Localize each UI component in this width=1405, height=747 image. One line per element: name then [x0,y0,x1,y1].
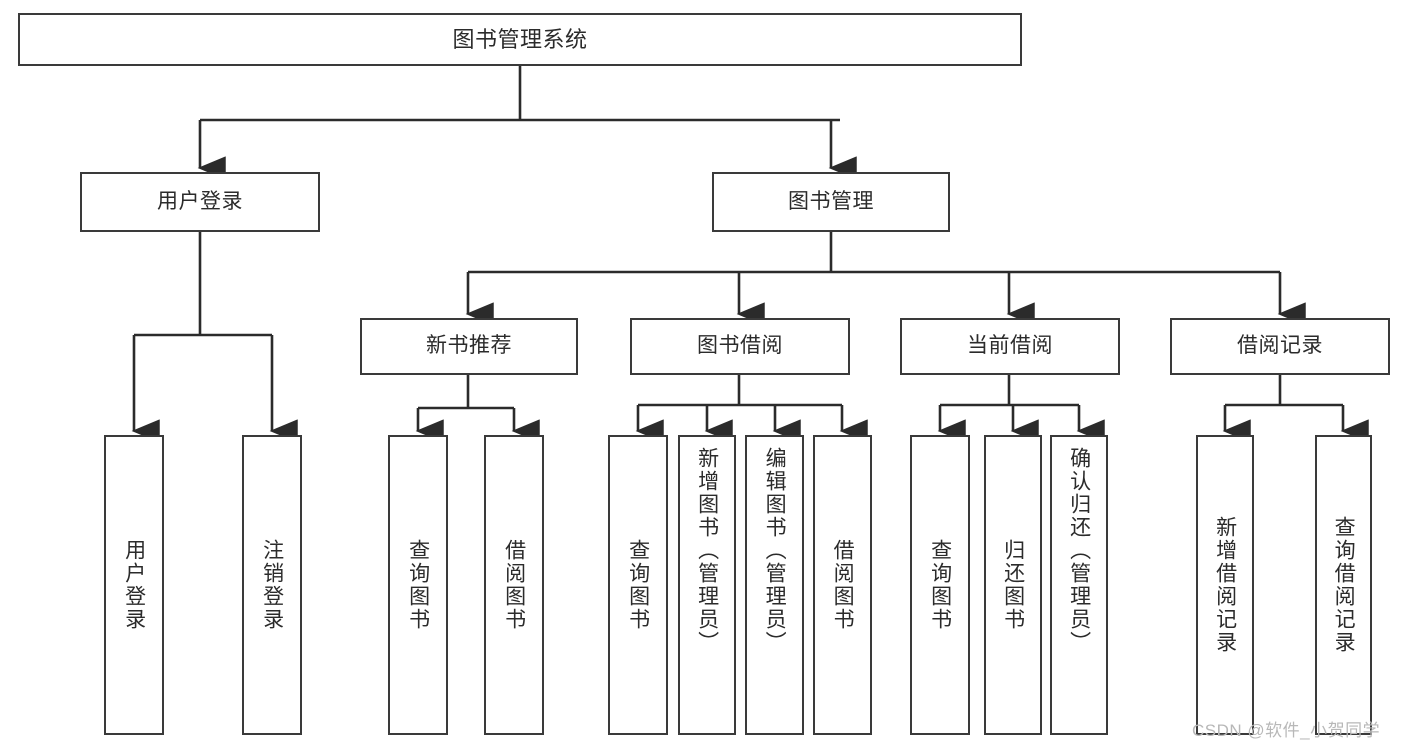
node-root[interactable]: 图书管理系统 [18,13,1022,66]
node-leaf-query-book-2-label: 查询图书 [626,539,650,631]
node-book-borrow-label: 图书借阅 [697,334,783,358]
node-leaf-borrow-book-1[interactable]: 借阅图书 [484,435,544,735]
node-leaf-return-book-label: 归还图书 [1001,539,1025,631]
node-current-borrow[interactable]: 当前借阅 [900,318,1120,375]
node-leaf-edit-book[interactable]: 编辑图书（管理员） [745,435,804,735]
node-leaf-add-borrow-record[interactable]: 新增借阅记录 [1196,435,1254,735]
node-leaf-query-borrow-record-label: 查询借阅记录 [1332,516,1356,654]
node-leaf-query-book-2[interactable]: 查询图书 [608,435,668,735]
node-leaf-return-book[interactable]: 归还图书 [984,435,1042,735]
node-borrow-record[interactable]: 借阅记录 [1170,318,1390,375]
node-user-login-label: 用户登录 [157,189,243,213]
node-new-book-recommend[interactable]: 新书推荐 [360,318,578,375]
node-leaf-add-book-label: 新增图书（管理员） [695,447,719,654]
node-leaf-borrow-book-1-label: 借阅图书 [502,539,526,631]
node-leaf-query-book-3-label: 查询图书 [928,539,952,631]
node-borrow-record-label: 借阅记录 [1237,334,1323,358]
node-book-management-label: 图书管理 [788,189,874,213]
node-root-label: 图书管理系统 [452,26,588,52]
node-book-borrow[interactable]: 图书借阅 [630,318,850,375]
node-leaf-confirm-return[interactable]: 确认归还（管理员） [1050,435,1108,735]
node-leaf-borrow-book-2[interactable]: 借阅图书 [813,435,872,735]
node-current-borrow-label: 当前借阅 [967,334,1053,358]
node-leaf-add-borrow-record-label: 新增借阅记录 [1213,516,1237,654]
node-leaf-user-logout-label: 注销登录 [260,539,284,631]
node-leaf-add-book[interactable]: 新增图书（管理员） [678,435,736,735]
node-leaf-confirm-return-label: 确认归还（管理员） [1067,447,1091,654]
node-leaf-query-book-3[interactable]: 查询图书 [910,435,970,735]
node-leaf-query-book-1[interactable]: 查询图书 [388,435,448,735]
csdn-watermark: CSDN @软件_小贺同学 [1192,721,1381,740]
node-book-management[interactable]: 图书管理 [712,172,950,232]
node-leaf-user-logout[interactable]: 注销登录 [242,435,302,735]
node-leaf-query-book-1-label: 查询图书 [406,539,430,631]
node-leaf-user-login[interactable]: 用户登录 [104,435,164,735]
node-leaf-borrow-book-2-label: 借阅图书 [831,539,855,631]
node-user-login[interactable]: 用户登录 [80,172,320,232]
node-leaf-edit-book-label: 编辑图书（管理员） [763,447,787,654]
node-leaf-query-borrow-record[interactable]: 查询借阅记录 [1315,435,1372,735]
node-new-book-recommend-label: 新书推荐 [426,334,512,358]
node-leaf-user-login-label: 用户登录 [122,539,146,631]
